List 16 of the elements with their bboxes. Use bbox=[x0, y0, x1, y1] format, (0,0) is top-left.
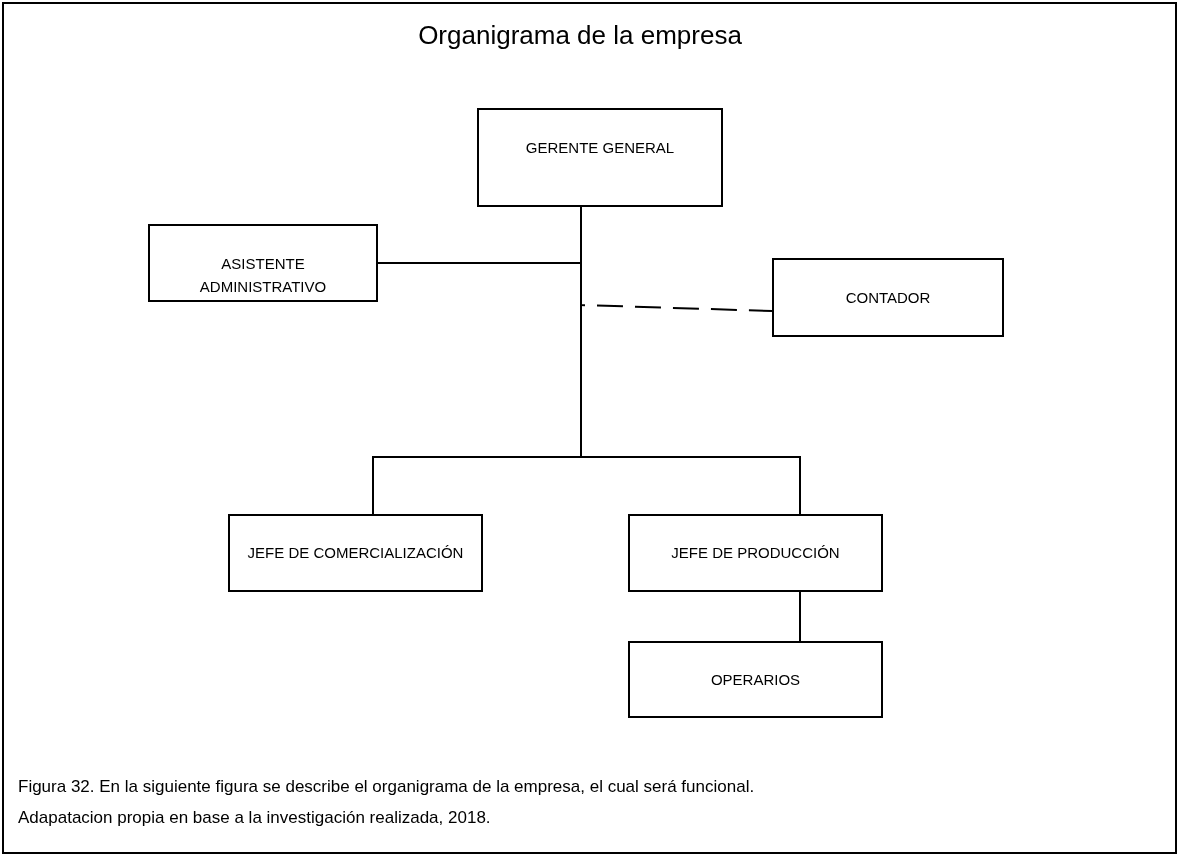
position-box bbox=[228, 514, 483, 592]
connector-line bbox=[799, 591, 801, 642]
position-box bbox=[628, 641, 883, 718]
source-note: Adapatacion propia en base a la investigación realizada, 2018. bbox=[18, 808, 491, 828]
position-box bbox=[477, 108, 723, 207]
position-title: OPERARIOS bbox=[710, 669, 801, 690]
position-box bbox=[148, 224, 378, 302]
position-title: GERENTE GENERAL bbox=[525, 138, 675, 158]
position-box bbox=[628, 514, 883, 592]
figure-caption: Figura 32. En la siguiente figura se describe el organigrama de la empresa, el cual será funcional. bbox=[18, 777, 755, 797]
diagram-title: Organigrama de la empresa bbox=[417, 20, 743, 51]
position-box bbox=[772, 258, 1004, 337]
position-title: ASISTENTE ADMINISTRATIVO bbox=[198, 254, 328, 298]
position-title: JEFE DE PRODUCCIÓN bbox=[671, 543, 840, 564]
position-title: JEFE DE COMERCIALIZACIÓN bbox=[247, 543, 464, 564]
position-title: CONTADOR bbox=[845, 287, 931, 308]
